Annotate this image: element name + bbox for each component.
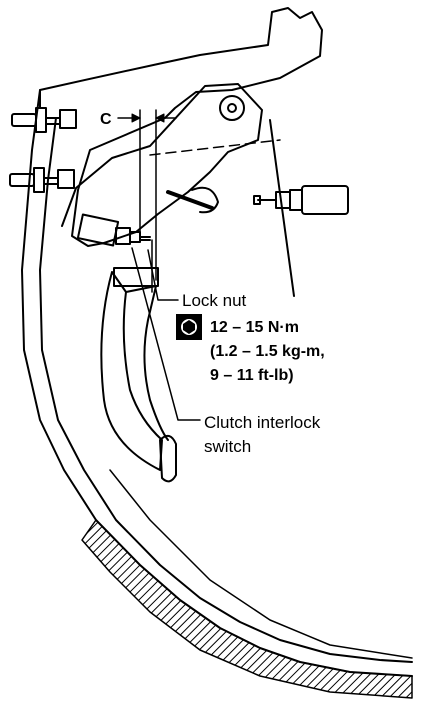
pedal-pad — [159, 434, 177, 483]
clutch-interlock-switch — [76, 213, 151, 247]
switch-label-line2: switch — [204, 437, 251, 456]
switch-label-line1: Clutch interlock — [204, 413, 321, 432]
stud-bolt-upper — [11, 107, 77, 133]
torque-wrench-icon — [176, 314, 202, 340]
torque-kgm-value: (1.2 – 1.5 kg-m, — [210, 343, 325, 360]
torque-nm-value: 12 – 15 N·m — [210, 319, 299, 336]
floor-panel — [81, 519, 413, 699]
hidden-line — [149, 139, 281, 156]
stop-lamp-switch — [253, 119, 349, 297]
pivot-bolt — [219, 95, 245, 121]
stud-bolt-lower — [9, 167, 75, 193]
pedal-arm — [100, 271, 163, 471]
dash-panel-outline — [39, 7, 323, 247]
lock-nut-leader — [147, 249, 179, 301]
return-spring — [166, 190, 214, 210]
switch-leader — [131, 247, 201, 421]
dimension-c-label: C — [100, 111, 112, 128]
mounting-bracket — [61, 83, 263, 244]
lock-nut-label: Lock nut — [182, 291, 247, 310]
torque-ftlb-value: 9 – 11 ft-lb) — [210, 367, 294, 384]
dimension-c — [117, 109, 177, 281]
stopper-bracket — [113, 267, 159, 287]
